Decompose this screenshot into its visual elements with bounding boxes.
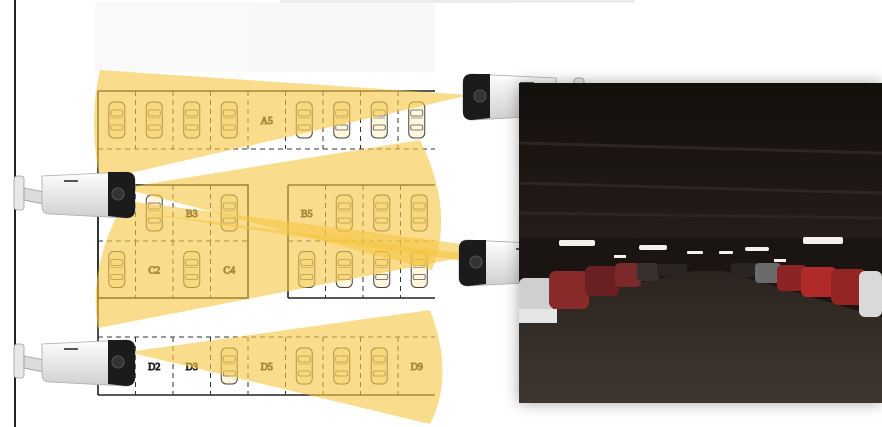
- thermal-camera-icon: [14, 340, 135, 386]
- thermal-camera-icon: [14, 172, 135, 218]
- space-label: D2: [148, 362, 160, 373]
- parking-garage-photo: [519, 83, 882, 403]
- faded-document-background: [95, 0, 635, 72]
- coverage-zone: [128, 310, 443, 424]
